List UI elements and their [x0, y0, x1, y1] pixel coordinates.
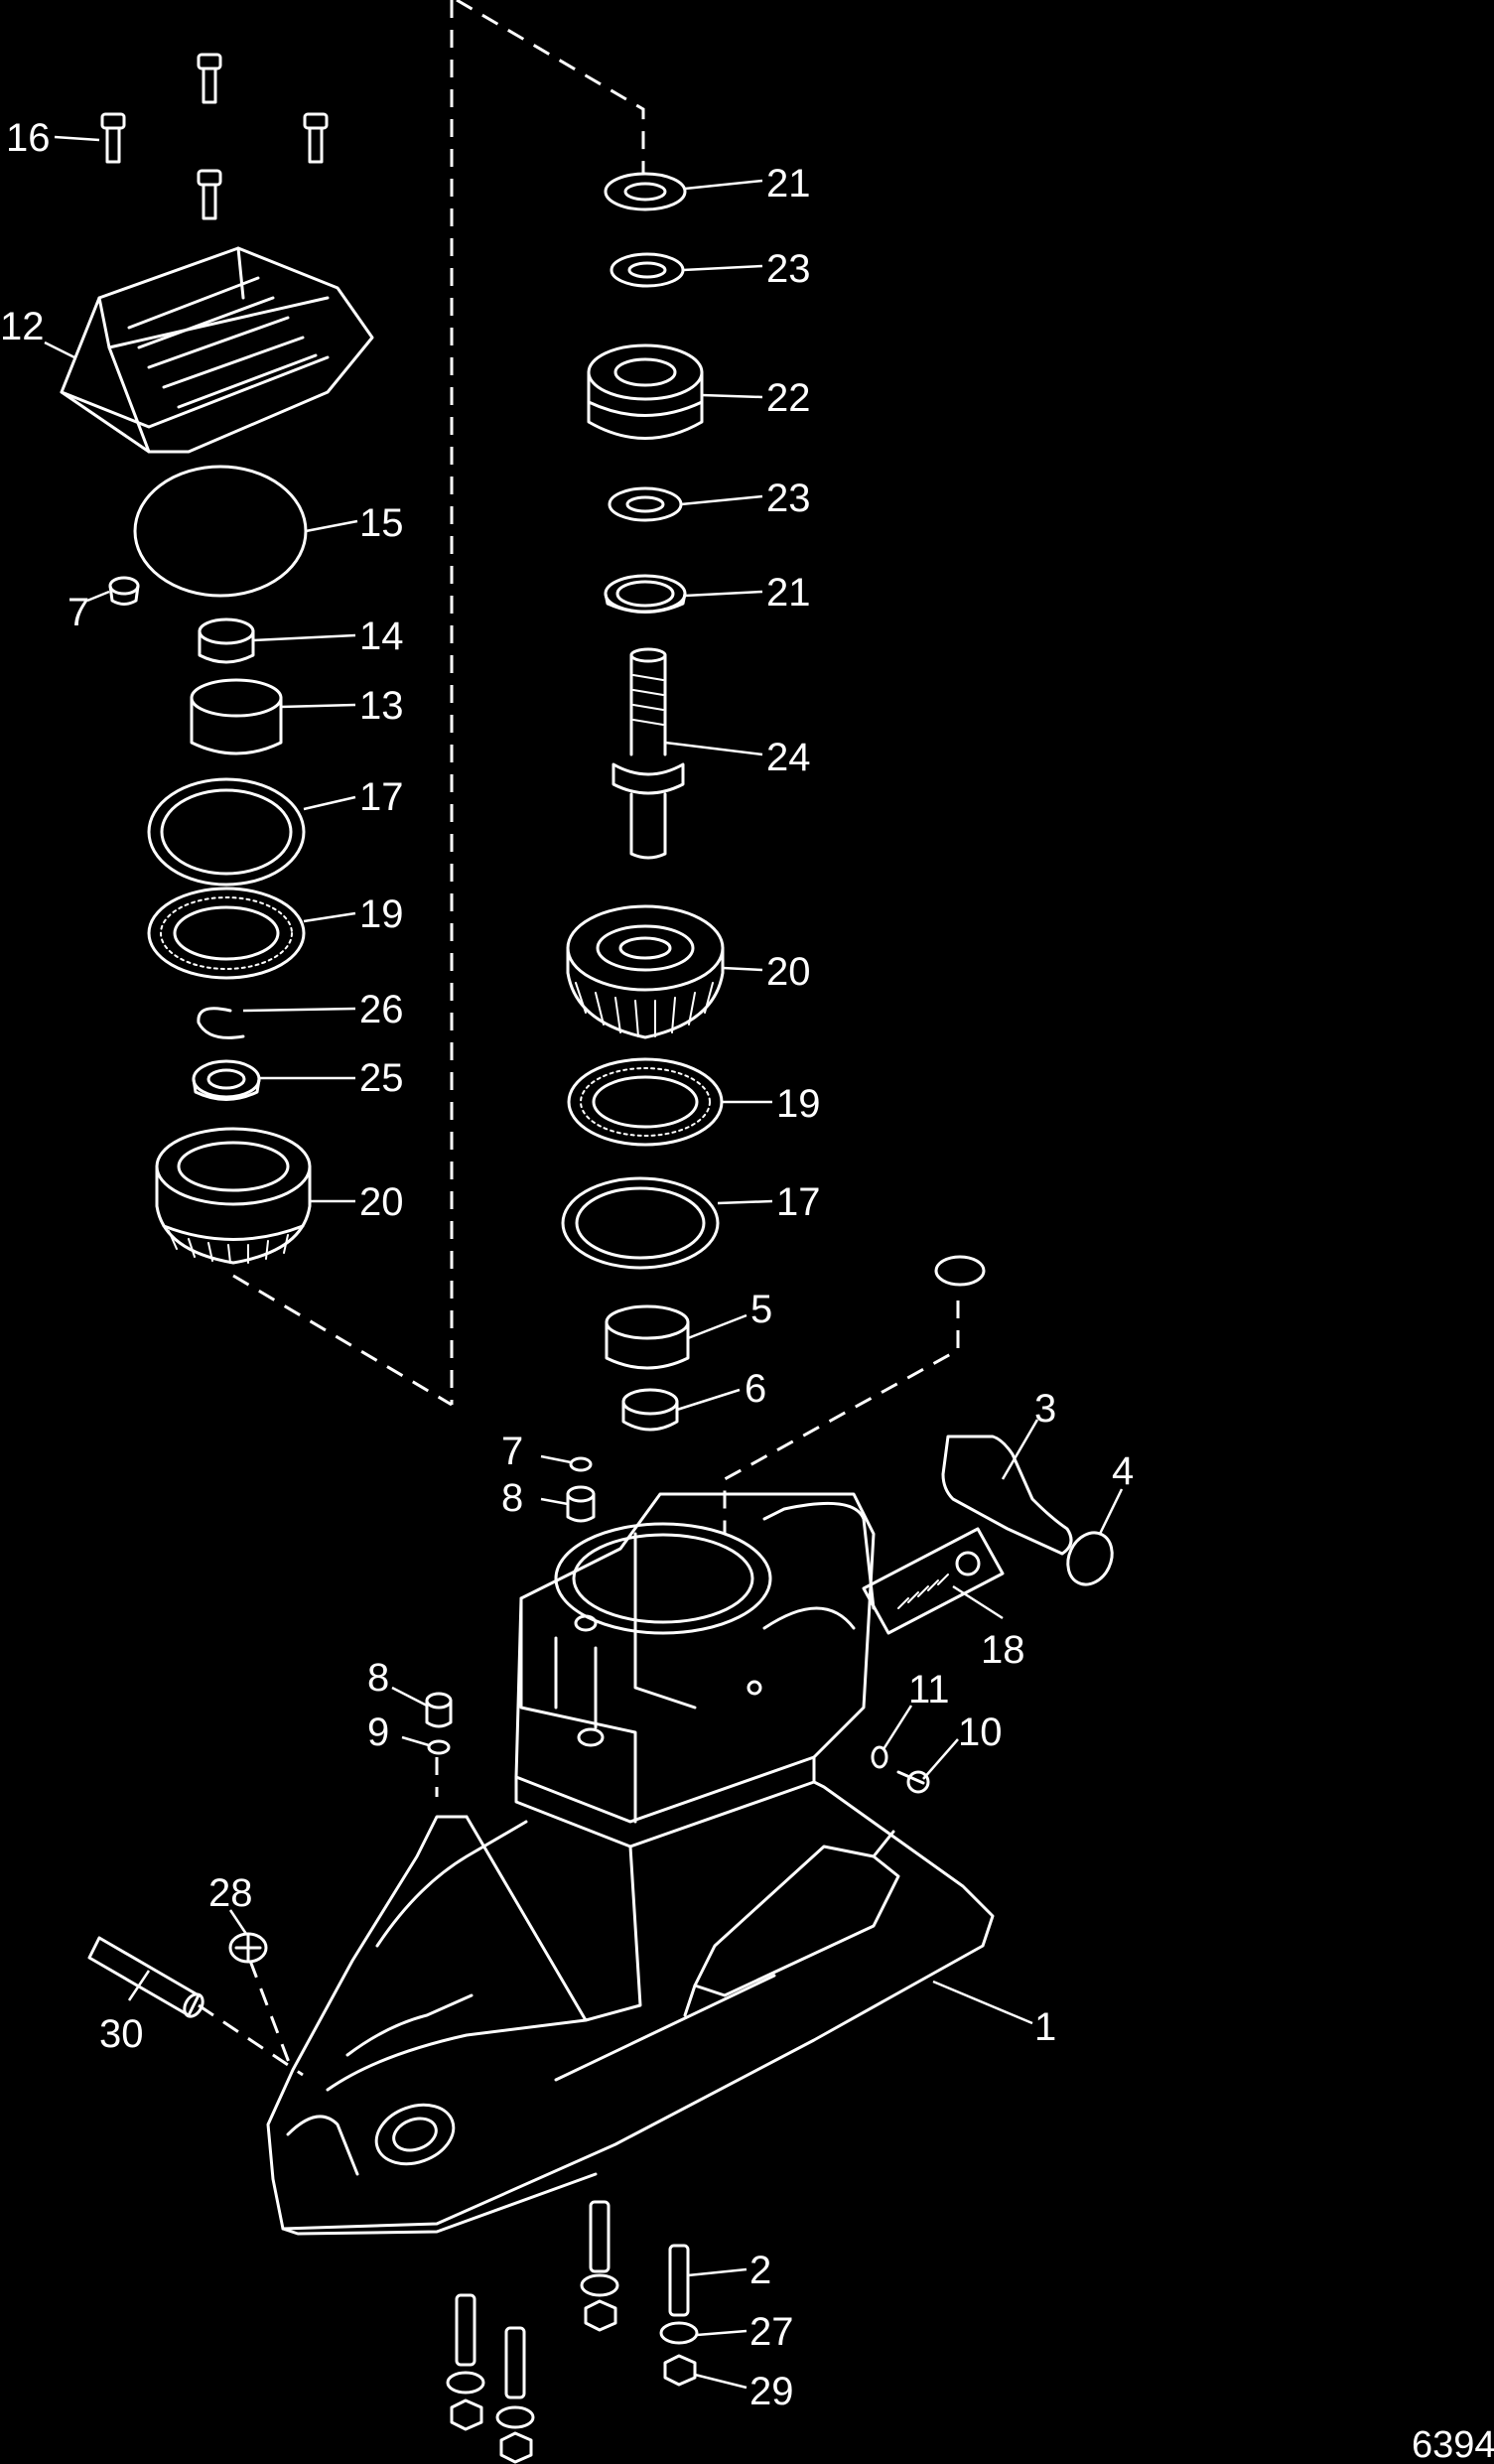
callout-19-right: 19: [776, 1082, 821, 1126]
callout-25: 25: [359, 1056, 404, 1100]
callout-13: 13: [359, 684, 404, 728]
callout-labels: 16 12 15 7 14 13 17 19 26 25 20 21 23 22…: [0, 116, 1494, 2464]
callout-10: 10: [958, 1711, 1003, 1754]
callout-19: 19: [359, 892, 404, 936]
dowel-7: [569, 1456, 593, 1472]
stud-right: [659, 2244, 699, 2387]
bevel-gear-left: [155, 1127, 312, 1265]
bolt-group: [100, 53, 329, 220]
callout-21-top: 21: [766, 162, 811, 205]
shim-23-bottom: [608, 486, 683, 522]
anode-28: [228, 1932, 268, 1964]
callout-30: 30: [99, 2012, 144, 2056]
gearcase-housing: [266, 1492, 995, 2236]
stud-bottom-right: [495, 2326, 535, 2464]
callout-6: 6: [745, 1367, 766, 1411]
shaft-24: [611, 647, 685, 860]
shim-23-top: [610, 252, 685, 288]
spring-assembly: [862, 1527, 1005, 1635]
callout-18: 18: [981, 1628, 1025, 1672]
sleeve-5: [605, 1304, 690, 1370]
bushing-6: [621, 1388, 679, 1432]
top-cover: [60, 246, 374, 454]
callout-20-right: 20: [766, 950, 811, 994]
snap-ring: [197, 1007, 245, 1039]
bolt-top: [197, 53, 222, 104]
gasket: [941, 1435, 1073, 1556]
leader-lines: [44, 135, 1124, 2390]
callout-20: 20: [359, 1180, 404, 1224]
callout-5: 5: [750, 1288, 772, 1331]
callout-23-bottom: 23: [766, 477, 811, 520]
bearing-22: [587, 343, 704, 440]
dowel-pin-left: [108, 576, 140, 606]
o-ring-small: [1066, 1531, 1114, 1586]
stud-bottom-left: [446, 2293, 485, 2431]
dowel-8-top: [566, 1485, 596, 1523]
alignment-lines: [198, 0, 960, 2077]
washer-21-bottom: [604, 574, 687, 614]
thrust-washer-right: [561, 1176, 720, 1270]
callout-21-bottom: 21: [766, 571, 811, 615]
callout-8-left: 8: [367, 1656, 389, 1700]
callout-16: 16: [6, 116, 51, 160]
callout-17: 17: [359, 775, 404, 819]
screw-10: [896, 1770, 930, 1794]
callout-15: 15: [359, 501, 404, 545]
callout-7: 7: [68, 591, 89, 634]
callout-1: 1: [1034, 2005, 1056, 2049]
thrust-washer-left: [147, 777, 306, 887]
callout-27: 27: [749, 2310, 794, 2354]
washer-21-top: [604, 172, 687, 211]
o-ring-large: [133, 465, 308, 598]
bolt-bottom: [197, 169, 222, 220]
callout-26: 26: [359, 988, 404, 1031]
washer-9: [427, 1739, 451, 1755]
bolt-right: [303, 112, 329, 164]
thrust-bearing-left: [147, 887, 306, 980]
bearing-cup: [192, 1059, 261, 1101]
callout-8-top: 8: [501, 1476, 523, 1520]
callout-24: 24: [766, 736, 811, 779]
figure-number: 6394: [1412, 2424, 1494, 2464]
callout-3: 3: [1034, 1387, 1056, 1431]
dowel-8-left: [425, 1692, 453, 1728]
callout-12: 12: [0, 305, 45, 348]
callout-23-top: 23: [766, 247, 811, 291]
plug-cap: [934, 1255, 986, 1287]
callout-28: 28: [208, 1871, 253, 1915]
bevel-gear-right: [566, 904, 725, 1039]
callout-14: 14: [359, 615, 404, 658]
callout-9: 9: [367, 1711, 389, 1754]
callout-4: 4: [1112, 1449, 1134, 1493]
callout-7-center: 7: [501, 1430, 523, 1473]
washer-11: [871, 1745, 888, 1769]
callout-11: 11: [908, 1668, 950, 1711]
sleeve: [190, 678, 283, 755]
stud-center: [580, 2200, 619, 2332]
bushing-small: [198, 617, 255, 664]
bolt-left: [100, 112, 126, 164]
callout-22: 22: [766, 376, 811, 420]
callout-29: 29: [749, 2370, 794, 2413]
roller-pin-30: [87, 1936, 204, 2018]
callout-2: 2: [749, 2249, 771, 2292]
callout-17-right: 17: [776, 1180, 821, 1224]
thrust-bearing-right: [567, 1057, 724, 1147]
